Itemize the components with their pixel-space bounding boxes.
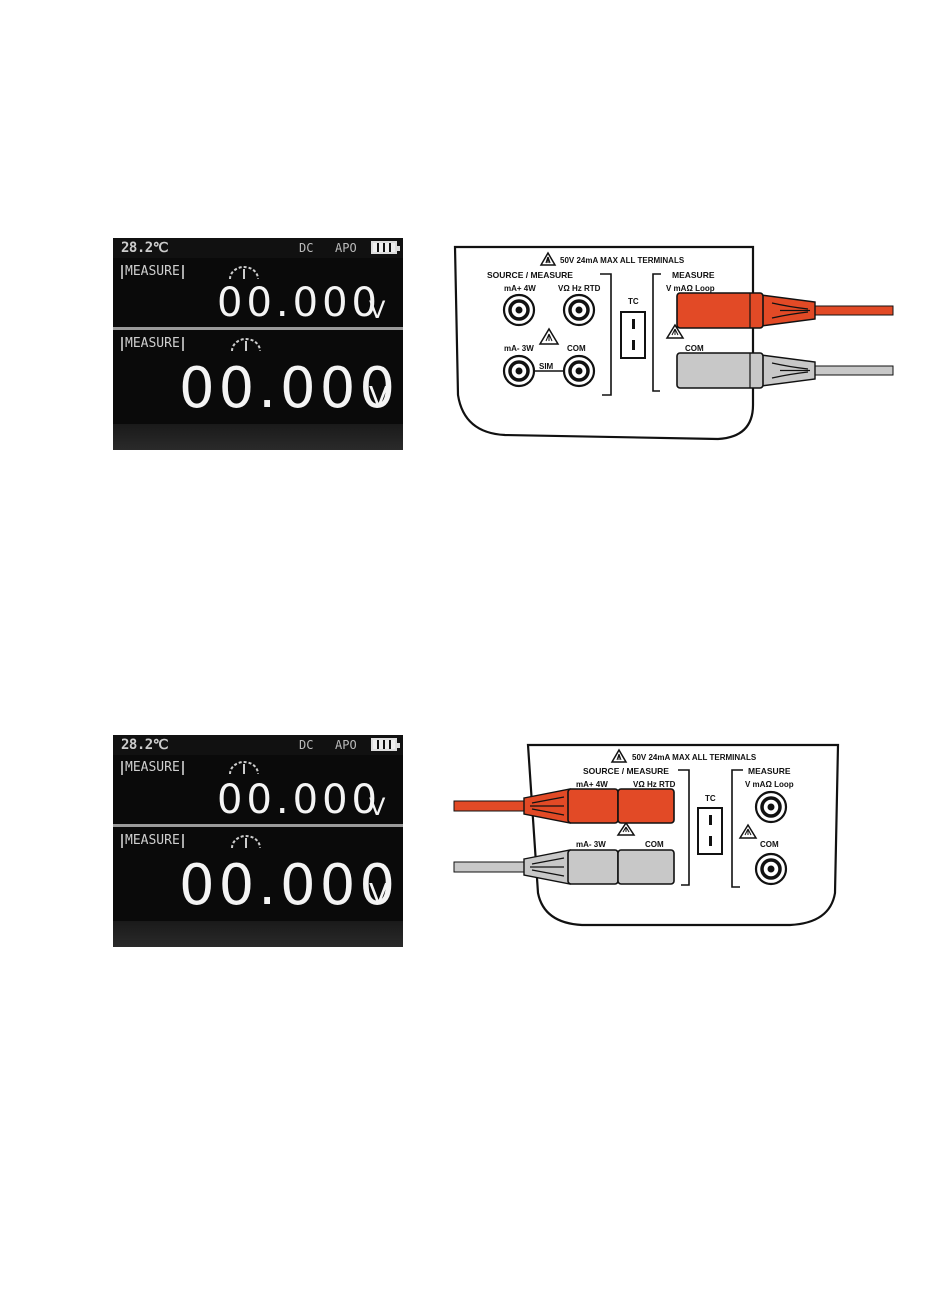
upper-value: 00.000 xyxy=(217,777,381,823)
red-test-lead[interactable] xyxy=(677,293,893,328)
lower-unit: V xyxy=(369,380,388,413)
range-arc-icon xyxy=(227,266,261,280)
tc-socket[interactable] xyxy=(698,808,722,854)
v-ma-ohm-loop-label: V mAΩ Loop xyxy=(666,284,715,293)
status-bar: 28.2℃ DC APO xyxy=(113,735,403,755)
tc-label: TC xyxy=(705,794,716,803)
temperature-readout: 28.2℃ xyxy=(121,737,168,753)
jack-com[interactable] xyxy=(564,356,594,386)
lower-unit: V xyxy=(369,877,388,910)
lower-measure-label: MEASURE xyxy=(121,834,184,848)
jack-measure-com[interactable] xyxy=(756,854,786,884)
source-measure-heading: SOURCE / MEASURE xyxy=(583,766,669,776)
measure-heading: MEASURE xyxy=(672,270,715,280)
upper-unit: V xyxy=(369,793,385,821)
dc-indicator: DC xyxy=(299,738,313,752)
upper-value: 00.000 xyxy=(217,280,381,326)
display-divider xyxy=(113,327,403,330)
battery-icon xyxy=(371,241,397,254)
range-arc-icon xyxy=(227,761,261,775)
ma-plus-4w-label: mA+ 4W xyxy=(504,284,536,293)
jack-v-ohm-hz-rtd[interactable] xyxy=(564,295,594,325)
lcd-bottom-bar xyxy=(113,921,403,947)
measure-com-label: COM xyxy=(760,840,779,849)
measure-com-label: COM xyxy=(685,344,704,353)
jack-ma-plus-4w[interactable] xyxy=(504,295,534,325)
warning-text: 50V 24mA MAX ALL TERMINALS xyxy=(560,256,685,265)
v-ohm-hz-rtd-label: VΩ Hz RTD xyxy=(558,284,601,293)
apo-indicator: APO xyxy=(335,738,357,752)
jack-v-ma-ohm-loop[interactable] xyxy=(756,792,786,822)
lcd-bottom-bar xyxy=(113,424,403,450)
upper-unit: V xyxy=(369,296,385,324)
range-arc-icon xyxy=(229,338,263,352)
dc-indicator: DC xyxy=(299,241,313,255)
ma-minus-3w-label: mA- 3W xyxy=(504,344,534,353)
range-arc-icon xyxy=(229,835,263,849)
terminal-panel-2: 50V 24mA MAX ALL TERMINALS SOURCE / MEAS… xyxy=(452,743,840,933)
ma-plus-4w-label: mA+ 4W xyxy=(576,780,608,789)
gray-test-lead[interactable] xyxy=(454,850,674,884)
com-label: COM xyxy=(567,344,586,353)
lower-measure-label: MEASURE xyxy=(121,337,184,351)
v-ma-ohm-loop-label: V mAΩ Loop xyxy=(745,780,794,789)
status-bar: 28.2℃ DC APO xyxy=(113,238,403,258)
display-divider xyxy=(113,824,403,827)
upper-measure-label: MEASURE xyxy=(121,265,184,279)
warning-text: 50V 24mA MAX ALL TERMINALS xyxy=(632,753,757,762)
tc-socket[interactable] xyxy=(621,312,645,358)
temperature-readout: 28.2℃ xyxy=(121,240,168,256)
sim-label: SIM xyxy=(539,362,554,371)
red-test-lead[interactable] xyxy=(454,789,674,823)
lcd-display-2: 28.2℃ DC APO MEASURE 00.000 V MEASURE 00… xyxy=(113,735,403,947)
apo-indicator: APO xyxy=(335,241,357,255)
lower-value: 00.000 xyxy=(179,356,399,421)
v-ohm-hz-rtd-label: VΩ Hz RTD xyxy=(633,780,676,789)
gray-test-lead[interactable] xyxy=(677,353,893,388)
ma-minus-3w-label: mA- 3W xyxy=(576,840,606,849)
battery-icon xyxy=(371,738,397,751)
jack-ma-minus-3w[interactable] xyxy=(504,356,534,386)
com-label: COM xyxy=(645,840,664,849)
lower-value: 00.000 xyxy=(179,853,399,918)
terminal-panel-1: 50V 24mA MAX ALL TERMINALS SOURCE / MEAS… xyxy=(450,245,895,445)
tc-label: TC xyxy=(628,297,639,306)
lcd-display-1: 28.2℃ DC APO MEASURE 00.000 V MEASURE 00… xyxy=(113,238,403,450)
upper-measure-label: MEASURE xyxy=(121,761,184,775)
measure-heading: MEASURE xyxy=(748,766,791,776)
source-measure-heading: SOURCE / MEASURE xyxy=(487,270,573,280)
